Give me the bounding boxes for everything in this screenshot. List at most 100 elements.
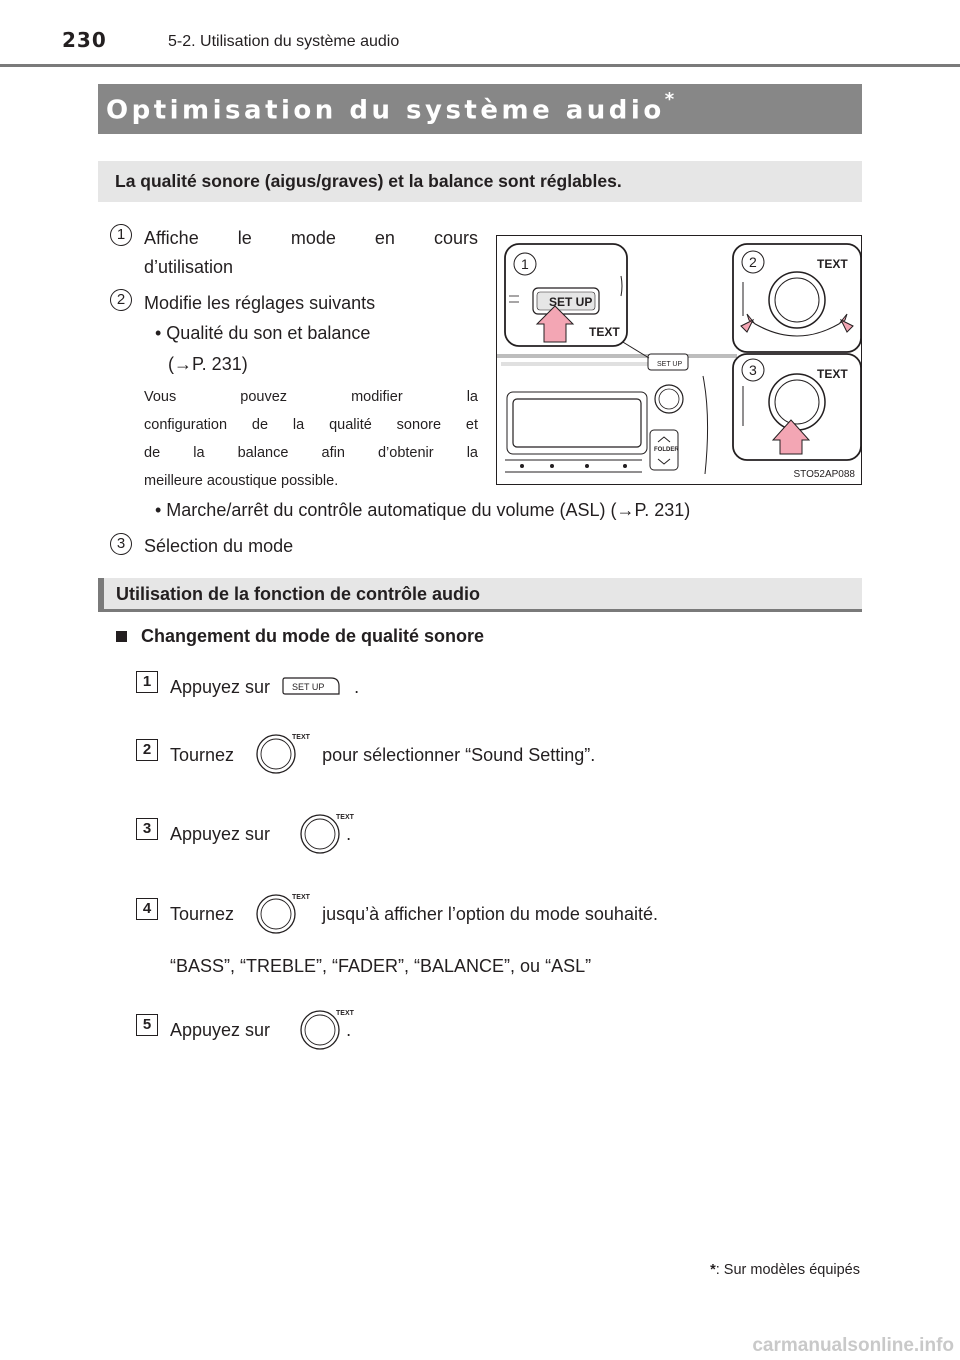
page-number: 230: [62, 28, 107, 52]
text-knob-icon: TEXT: [300, 1010, 355, 1050]
text-knob-label: TEXT: [292, 894, 311, 901]
text-knob-label: TEXT: [336, 814, 355, 821]
note-line-2: configuration de la qualité sonore et: [144, 417, 478, 433]
step-1-after: .: [354, 677, 360, 697]
sub-heading: Changement du mode de qualité sonore: [116, 626, 484, 647]
step-4-before: Tournez: [170, 904, 235, 924]
step-4-after: jusqu’à afficher l’option du mode souhai…: [322, 904, 658, 924]
step-number-5: 5: [136, 1014, 158, 1036]
step-number-4: 4: [136, 898, 158, 920]
step-1-line: Appuyez sur SET UP .: [170, 677, 359, 699]
footnote: *: Sur modèles équipés: [710, 1262, 860, 1278]
bullet-1-line-2: (→P. 231): [168, 354, 248, 374]
callout-number-2: 2: [110, 289, 132, 311]
inset-2-arrow-head-right-icon: [839, 318, 854, 333]
title-asterisk: *: [664, 89, 675, 110]
figure-small-knob-inner: [658, 388, 680, 410]
text-knob-icon: TEXT: [300, 814, 355, 854]
text-knob-inner: [260, 738, 292, 770]
folder-up-chevron-icon: [657, 436, 671, 443]
inset-2-callout-number: 2: [749, 254, 757, 270]
bullet-1-line-1: • Qualité du son et balance: [155, 323, 371, 343]
setup-button-icon-label: SET UP: [292, 682, 324, 692]
step-4-options: “BASS”, “TREBLE”, “FADER”, “BALANCE”, ou…: [170, 956, 592, 976]
text-knob-outer: [300, 1010, 340, 1050]
panel-edge-curve: [702, 375, 709, 475]
display-screen: [512, 398, 642, 448]
step-2-after: pour sélectionner “Sound Setting”.: [322, 745, 596, 765]
figure-code: STO52AP088: [793, 469, 855, 480]
inset-2-text-label: TEXT: [817, 257, 848, 271]
folder-down-chevron-icon: [657, 458, 671, 465]
setup-button-icon-svg: SET UP: [282, 677, 340, 695]
step-2-line: Tournez pour sélectionner “Sound Setting…: [170, 745, 595, 766]
watermark: carmanualsonline.info: [752, 1335, 954, 1356]
footnote-text: : Sur modèles équipés: [715, 1262, 860, 1278]
footnote-asterisk: *: [710, 1262, 716, 1278]
bullet-2: • Marche/arrêt du contrôle automatique d…: [155, 500, 691, 520]
callout-2-line-1: Modifie les réglages suivants: [144, 293, 376, 313]
step-2-before: Tournez: [170, 745, 235, 765]
callout-1-line-2: d’utilisation: [144, 257, 234, 277]
callout-3-line-1: Sélection du mode: [144, 536, 294, 556]
page-title: Optimisation du système audio*: [106, 89, 674, 126]
text-knob-inner: [260, 898, 292, 930]
cd-slot-inner: [501, 362, 651, 366]
cd-slot-line: [497, 354, 737, 358]
step-3-before: Appuyez sur: [170, 824, 271, 844]
folder-label: FOLDER: [654, 447, 679, 453]
inset-2-knob-inner: [774, 277, 820, 323]
note-line-3: de la balance afin d’obtenir la: [144, 445, 478, 461]
setup-button-icon: SET UP: [281, 675, 343, 697]
inset-3-text-label: TEXT: [817, 367, 848, 381]
text-knob-outer: [256, 894, 296, 934]
callout-number-1: 1: [110, 224, 132, 246]
setup-button-outline: [282, 677, 340, 695]
inset-1-setup-label: SET UP: [549, 295, 592, 309]
inset-1-setup-face: [536, 291, 596, 311]
step-5-before: Appuyez sur: [170, 1020, 271, 1040]
preset-dot-2: [550, 464, 554, 468]
inset-3-callout: [741, 358, 765, 382]
section-title: Utilisation de la fonction de contrôle a…: [116, 584, 481, 604]
square-bullet-icon: [116, 631, 127, 642]
inset-1-callout: [513, 252, 537, 276]
step-5-line: Appuyez sur .: [170, 1020, 351, 1041]
header-rule: [0, 64, 960, 67]
inset-1-panel-edge: [620, 275, 623, 297]
step-number-2: 2: [136, 739, 158, 761]
inset-2-rotate-arrow-icon: [746, 313, 848, 337]
inset-2-arrow-head-left-icon: [740, 318, 755, 333]
inset-2-callout: [741, 250, 765, 274]
step-number-3: 3: [136, 818, 158, 840]
text-knob-inner: [304, 818, 336, 850]
text-knob-label: TEXT: [292, 734, 311, 741]
text-knob-outer: [256, 734, 296, 774]
summary-box: La qualité sonore (aigus/graves) et la b…: [98, 161, 862, 202]
text-knob-icon: TEXT: [256, 894, 311, 934]
step-3-line: Appuyez sur .: [170, 824, 351, 845]
step-3-after: .: [346, 824, 352, 844]
display-frame: [506, 391, 648, 455]
preset-dot-3: [585, 464, 589, 468]
step-5-after: .: [346, 1020, 352, 1040]
text-knob-label: TEXT: [336, 1010, 355, 1017]
inset-3-press-arrow-icon: [771, 419, 811, 455]
inset-1-press-arrow-icon: [535, 305, 575, 343]
step-4-line: Tournez jusqu’à afficher l’option du mod…: [170, 904, 658, 925]
inset-3-knob-outer: [768, 373, 826, 431]
text-knob-inner: [304, 1014, 336, 1046]
step-1-before: Appuyez sur: [170, 677, 271, 697]
callout-1-line-1: Affiche le mode en cours: [144, 228, 478, 248]
sub-heading-text: Changement du mode de qualité sonore: [141, 626, 485, 646]
summary-text: La qualité sonore (aigus/graves) et la b…: [115, 171, 622, 191]
note-line-4: meilleure acoustique possible.: [144, 473, 339, 489]
page-title-text: Optimisation du système audio: [106, 95, 665, 126]
inset-1-text-label: TEXT: [589, 325, 620, 339]
audio-panel-illustration: SET UP FOLDER 1 SET UP TEXT 2 TEXT: [497, 243, 861, 475]
audio-panel-figure: SET UP FOLDER 1 SET UP TEXT 2 TEXT: [496, 235, 862, 485]
title-bar: Optimisation du système audio*: [98, 84, 862, 134]
inset-3-knob-inner: [774, 379, 820, 425]
preset-dot-4: [623, 464, 627, 468]
callout-number-3: 3: [110, 533, 132, 555]
